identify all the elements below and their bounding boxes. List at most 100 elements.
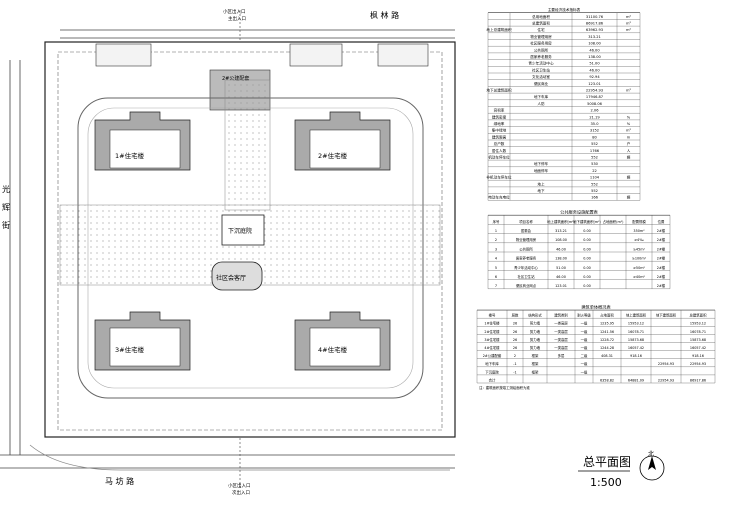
public-facilities-cell: 2#楼 <box>657 237 666 242</box>
public-facilities-cell: 51.00 <box>556 266 566 270</box>
economic-indicators-cell: 166 <box>591 196 599 200</box>
sunken-plaza-label: 下沉庭院 <box>228 227 252 235</box>
building-summary-cell: 64881.09 <box>628 378 644 382</box>
public-facilities-cell: 313.21 <box>555 229 567 233</box>
public-facilities-cell: 2 <box>495 238 497 242</box>
economic-indicators-cell: 总用地面积 <box>532 14 550 19</box>
economic-indicators-cell: 人防 <box>537 101 545 106</box>
building-summary-cell: 408.31 <box>601 354 613 358</box>
economic-indicators-cell: 22954.93 <box>586 89 603 93</box>
public-facilities-cell: 123.01 <box>555 284 567 288</box>
building-summary-cell: 合计 <box>489 377 496 382</box>
building-summary-cell: 15873.68 <box>628 338 644 342</box>
building-summary-header: 结构形式 <box>528 313 542 318</box>
economic-indicators-cell: m² <box>626 28 632 32</box>
economic-indicators-cell: 1766 <box>590 149 600 153</box>
building-summary-header: 建筑类别 <box>554 313 568 318</box>
economic-indicators-cell: % <box>627 122 631 126</box>
economic-indicators-cell: 公共厕所 <box>534 47 549 52</box>
building-summary-header: 占地面积 <box>600 313 614 318</box>
building-2-label: 2#住宅楼 <box>318 151 348 160</box>
economic-indicators-cell: m <box>627 135 631 139</box>
economic-indicators-cell: 51.00 <box>589 62 600 66</box>
plan-scale: 1:500 <box>590 476 622 489</box>
north-arrow-icon <box>639 455 665 481</box>
public-facilities-cell: 公共厕所 <box>519 246 533 251</box>
public-facilities-cell: 社区卫生站 <box>518 274 536 279</box>
building-summary-header: 总建筑面积 <box>690 313 708 318</box>
building-summary-cell: 6358.82 <box>600 378 614 382</box>
public-facilities-header: 项目名称 <box>519 219 533 224</box>
economic-indicators-cell: 地上 <box>537 181 545 186</box>
economic-indicators-cell: 电动车充电位 <box>488 195 510 200</box>
building-3-label: 3#住宅楼 <box>115 345 145 354</box>
public-facilities-cell: 138.00 <box>555 257 567 261</box>
clubhouse <box>211 261 263 291</box>
economic-indicators-cell: 5008.06 <box>587 102 603 106</box>
building-summary-cell: 16078.71 <box>690 330 706 334</box>
north-entrance-sub: 主出入口 <box>228 15 246 22</box>
building-summary-cell: 一类高层 <box>554 337 568 342</box>
public-facilities-header: 位置 <box>658 219 665 224</box>
building-summary-cell: -1 <box>513 362 516 366</box>
public-facilities-cell: ≥100m² <box>632 257 647 261</box>
sunken-plaza <box>221 214 265 246</box>
public-facilities-cell: 青少年活动中心 <box>514 265 538 270</box>
economic-indicators-cell: 地面停车 <box>534 168 549 173</box>
economic-indicators-cell: 552 <box>591 142 598 146</box>
economic-indicators-cell: 63962.93 <box>586 28 603 32</box>
road-west-label-2: 辉 <box>2 203 10 212</box>
public-facilities-header: 序号 <box>493 219 500 224</box>
economic-indicators-cell: 社区服务用房 <box>530 41 552 46</box>
north-label: 北 <box>648 450 654 458</box>
public-facilities-cell: ≥45m² <box>633 247 645 251</box>
economic-indicators-cell: 35.0 <box>590 122 599 126</box>
building-1-label: 1#住宅楼 <box>115 151 145 160</box>
public-facilities-cell: 物业管理用房 <box>516 237 537 242</box>
economic-indicators-cell: 3152 <box>590 129 599 133</box>
economic-indicators-cell: 地下总建筑面积 <box>486 88 512 93</box>
building-summary-cell: 一级 <box>581 345 588 350</box>
building-summary-cell: 918.16 <box>630 354 642 358</box>
economic-indicators-cell: 46.00 <box>589 48 600 52</box>
building-summary-cell: -1 <box>513 370 516 374</box>
building-summary-cell: 2 <box>514 354 516 358</box>
building-summary-header: 耐火等级 <box>577 313 591 318</box>
building-4 <box>294 311 391 371</box>
economic-indicators-cell: 总建筑面积 <box>532 21 550 26</box>
building-summary-header: 地下建筑面积 <box>656 313 677 318</box>
economic-indicators-cell: 530 <box>591 162 599 166</box>
public-facilities-cell: 5 <box>495 266 497 270</box>
economic-indicators-cell: 108.00 <box>588 42 601 46</box>
economic-indicators-cell: 1104 <box>590 176 600 180</box>
building-summary-cell: 2#住宅楼 <box>484 329 500 334</box>
building-summary-cell: 一类高层 <box>554 345 568 350</box>
building-summary-cell: 22954.93 <box>658 362 674 366</box>
building-summary-cell: 框架 <box>532 369 539 374</box>
public-facilities-cell: 0.00 <box>583 238 591 242</box>
economic-indicators-cell: 313.21 <box>588 35 601 39</box>
economic-indicators-cell: 建筑限高 <box>492 134 507 139</box>
public-facilities-cell: 2#楼 <box>657 256 666 261</box>
site-boundary <box>44 41 456 438</box>
public-facilities-cell: 108.00 <box>555 238 567 242</box>
public-facilities-cell: 居家养老服务 <box>516 256 537 261</box>
north-entrance-label: 小区出入口 <box>223 8 246 15</box>
economic-indicators-cell: m² <box>626 22 632 26</box>
public-facilities-cell: 居委会 <box>521 228 532 233</box>
economic-indicators-cell: 地下车库 <box>534 94 549 99</box>
building-summary-cell: 22954.93 <box>658 378 674 382</box>
road-lines <box>0 29 455 471</box>
economic-indicators-cell: 集中绿地 <box>492 128 507 133</box>
building-summary-cell: 一类高层 <box>554 321 568 326</box>
road-north-label: 枫 林 路 <box>370 10 399 20</box>
road-south-label: 马 坊 路 <box>105 476 134 486</box>
building-summary-header: 楼号 <box>489 313 496 318</box>
public-facilities-cell: 0.00 <box>583 247 591 251</box>
public-facilities-cell: 2#楼 <box>657 265 666 270</box>
public-facilities-header: 占地面积(m²) <box>603 219 625 224</box>
public-facilities-cell: ≥40m² <box>633 275 645 279</box>
building-summary-cell: 多层 <box>558 353 565 358</box>
